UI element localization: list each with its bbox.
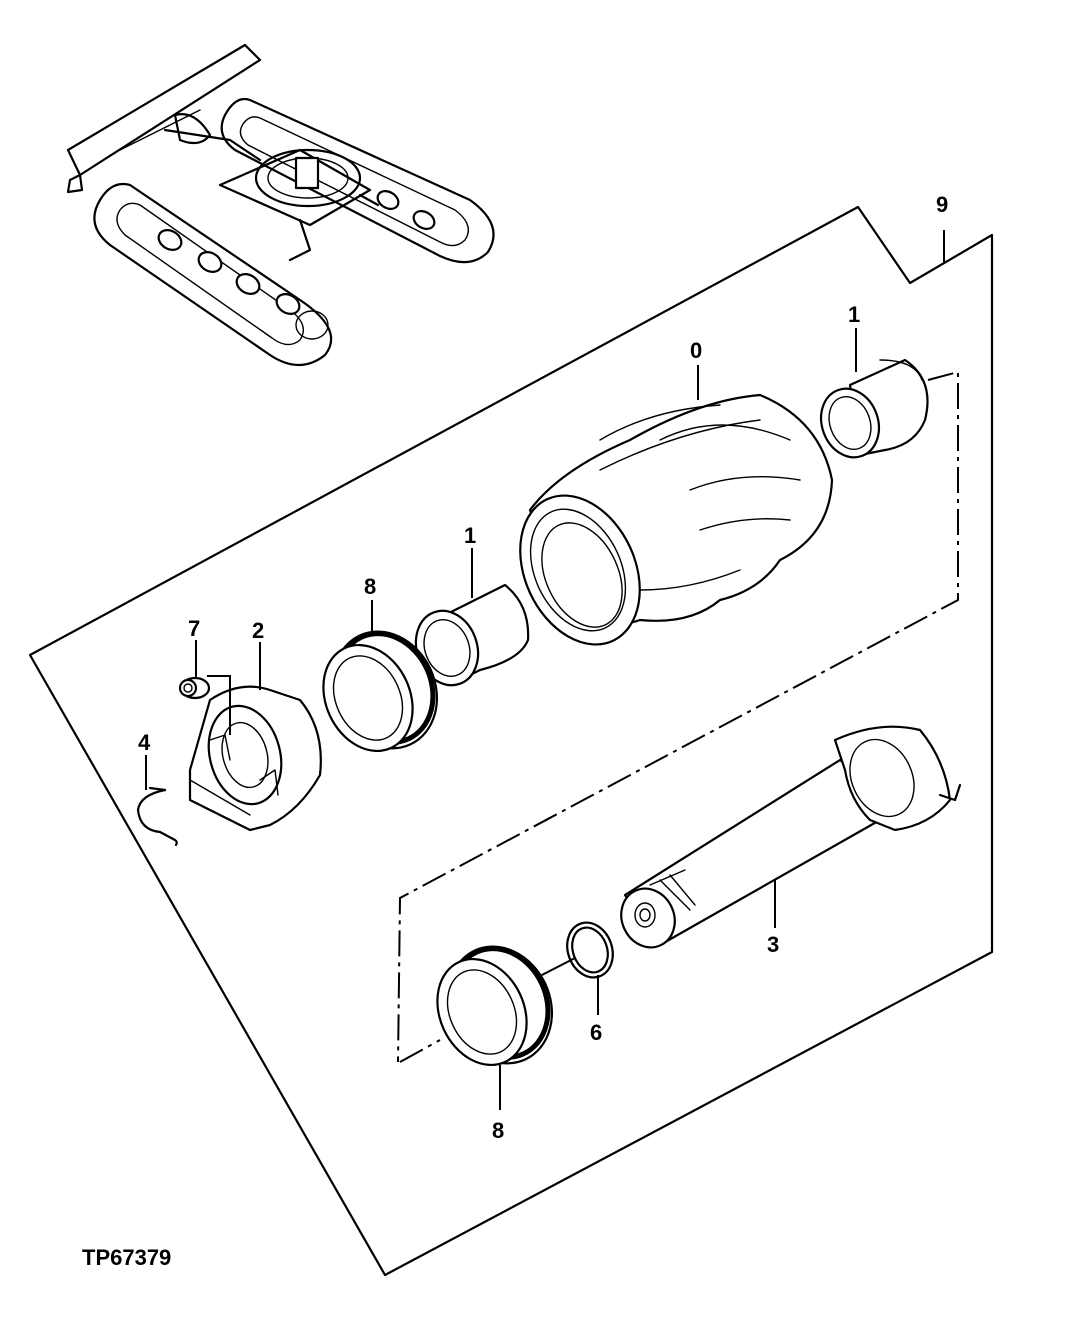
- leader-2-to-plug: [207, 675, 231, 735]
- callout-7: 7: [188, 616, 200, 641]
- snap-ring: [136, 788, 178, 847]
- shaft: [620, 725, 962, 949]
- assembly-boundary: [28, 205, 994, 1277]
- callout-3: 3: [767, 932, 779, 957]
- callout-6: 6: [590, 1020, 602, 1045]
- bushing-right: [819, 358, 929, 459]
- callout-1-left: 1: [464, 523, 476, 548]
- track-roller: [519, 393, 834, 646]
- o-ring: [566, 921, 614, 979]
- callout-9: 9: [936, 192, 948, 217]
- duo-cone-seal-left: [322, 630, 439, 753]
- duo-cone-seal-bottom: [436, 945, 554, 1067]
- machine-undercarriage-illustration: [66, 43, 495, 367]
- callout-8-bottom: 8: [492, 1118, 504, 1143]
- axis-guide-upper: [397, 370, 959, 1063]
- bushing-left: [414, 583, 530, 687]
- plug: [178, 676, 211, 700]
- callout-2: 2: [252, 618, 264, 643]
- collar: [188, 685, 322, 832]
- snap-ring-end: [148, 786, 167, 792]
- callout-1-right: 1: [848, 302, 860, 327]
- callout-0: 0: [690, 338, 702, 363]
- axis-guide-lower: [399, 1039, 441, 1063]
- figure-id: TP67379: [82, 1245, 171, 1270]
- callout-4: 4: [138, 730, 151, 755]
- callout-8-left: 8: [364, 574, 376, 599]
- leader-oring-seal: [539, 957, 576, 977]
